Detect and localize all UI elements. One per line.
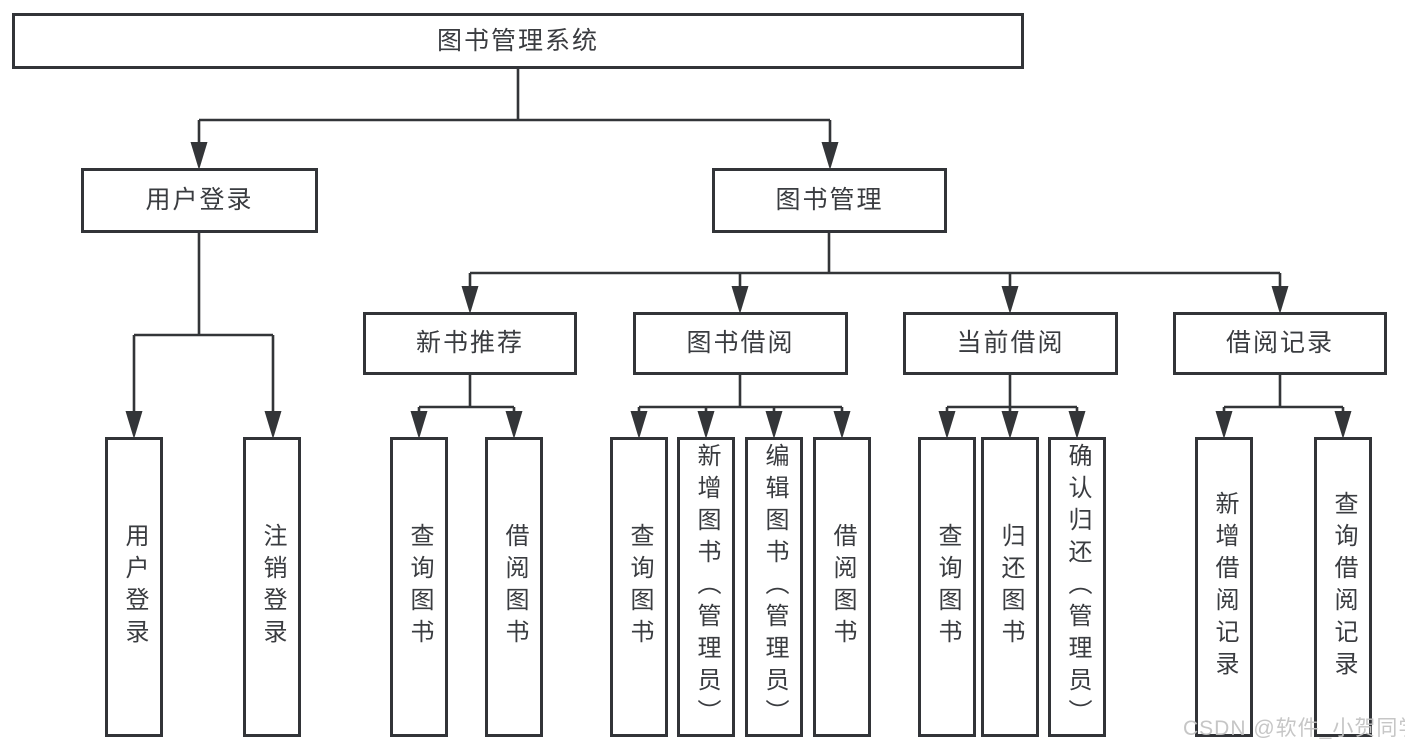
leaf-query-borrow-record: 查询借阅记录 bbox=[1314, 437, 1372, 737]
node-book-management: 图书管理 bbox=[712, 168, 947, 233]
leaf-query-books-recommend: 查询图书 bbox=[390, 437, 448, 737]
leaf-query-books-recommend-label: 查询图书 bbox=[406, 523, 433, 651]
leaf-return-book: 归还图书 bbox=[981, 437, 1039, 737]
node-book-borrow: 图书借阅 bbox=[633, 312, 848, 375]
connector-root-split bbox=[190, 69, 839, 170]
leaf-logout-label: 注销登录 bbox=[259, 523, 286, 651]
connector-book-management-split bbox=[461, 233, 1289, 314]
leaf-add-borrow-record-label: 新增借阅记录 bbox=[1211, 491, 1238, 683]
node-book-management-label: 图书管理 bbox=[775, 186, 884, 214]
node-borrow-records: 借阅记录 bbox=[1173, 312, 1387, 375]
leaf-query-books-current-label: 查询图书 bbox=[934, 523, 961, 651]
leaf-logout: 注销登录 bbox=[243, 437, 301, 737]
leaf-borrow-books: 借阅图书 bbox=[813, 437, 871, 737]
connector-user-login-split bbox=[125, 233, 282, 439]
node-borrow-records-label: 借阅记录 bbox=[1225, 329, 1334, 357]
leaf-user-login-label: 用户登录 bbox=[121, 523, 148, 651]
leaf-user-login: 用户登录 bbox=[105, 437, 163, 737]
node-root-label: 图书管理系统 bbox=[436, 26, 599, 55]
leaf-query-books-borrow-label: 查询图书 bbox=[626, 523, 653, 651]
leaf-add-book-admin-label: 新增图书（管理员） bbox=[693, 443, 720, 731]
leaf-borrow-books-recommend-label: 借阅图书 bbox=[501, 523, 528, 651]
connector-new-book-recommend-split bbox=[410, 375, 523, 439]
leaf-borrow-books-label: 借阅图书 bbox=[829, 523, 856, 651]
node-book-borrow-label: 图书借阅 bbox=[686, 329, 795, 357]
leaf-query-books-current: 查询图书 bbox=[918, 437, 976, 737]
connector-book-borrow-split bbox=[630, 375, 851, 439]
node-current-borrow: 当前借阅 bbox=[903, 312, 1118, 375]
node-user-login-label: 用户登录 bbox=[145, 186, 254, 214]
node-user-login: 用户登录 bbox=[81, 168, 318, 233]
node-new-book-recommend: 新书推荐 bbox=[363, 312, 577, 375]
leaf-add-borrow-record: 新增借阅记录 bbox=[1195, 437, 1253, 737]
leaf-confirm-return-admin-label: 确认归还（管理员） bbox=[1064, 443, 1091, 731]
node-current-borrow-label: 当前借阅 bbox=[956, 329, 1065, 357]
node-new-book-recommend-label: 新书推荐 bbox=[415, 329, 524, 357]
connector-borrow-records-split bbox=[1215, 375, 1352, 439]
leaf-query-books-borrow: 查询图书 bbox=[610, 437, 668, 737]
leaf-confirm-return-admin: 确认归还（管理员） bbox=[1048, 437, 1106, 737]
leaf-query-borrow-record-label: 查询借阅记录 bbox=[1330, 491, 1357, 683]
watermark-text: CSDN @软件_小贺同学 bbox=[1183, 717, 1405, 740]
leaf-add-book-admin: 新增图书（管理员） bbox=[677, 437, 735, 737]
leaf-edit-book-admin: 编辑图书（管理员） bbox=[745, 437, 803, 737]
node-root: 图书管理系统 bbox=[12, 13, 1024, 69]
connector-current-borrow-split bbox=[938, 375, 1086, 439]
leaf-return-book-label: 归还图书 bbox=[997, 523, 1024, 651]
leaf-borrow-books-recommend: 借阅图书 bbox=[485, 437, 543, 737]
leaf-edit-book-admin-label: 编辑图书（管理员） bbox=[761, 443, 788, 731]
